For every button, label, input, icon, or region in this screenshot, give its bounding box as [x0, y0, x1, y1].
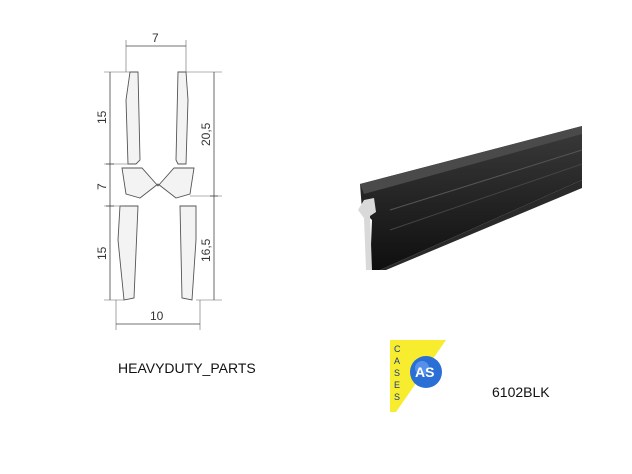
logo-letter-s2: S [394, 392, 400, 402]
dim-left-lower: 15 [95, 246, 109, 260]
dimension-lines [106, 45, 218, 325]
logo-letter-s: S [394, 368, 400, 378]
dim-left-upper: 15 [95, 110, 109, 124]
logo-circle-text: AS [415, 364, 434, 380]
dim-right-upper: 20,5 [199, 122, 213, 146]
dim-left-middle: 7 [95, 183, 109, 190]
cases-as-logo: C A S E S AS [390, 340, 446, 412]
extrusion-render [358, 126, 583, 270]
logo-letter-a: A [394, 356, 400, 366]
part-number: 6102BLK [492, 384, 550, 400]
brand-caption: HEAVYDUTY_PARTS [118, 360, 256, 376]
dim-bottom-width: 10 [150, 309, 164, 323]
dim-right-lower: 16,5 [199, 238, 213, 262]
profile-outline [117, 71, 197, 301]
logo-letter-e: E [394, 380, 400, 390]
dim-top-width: 7 [152, 31, 159, 45]
logo-letter-c: C [394, 344, 401, 354]
